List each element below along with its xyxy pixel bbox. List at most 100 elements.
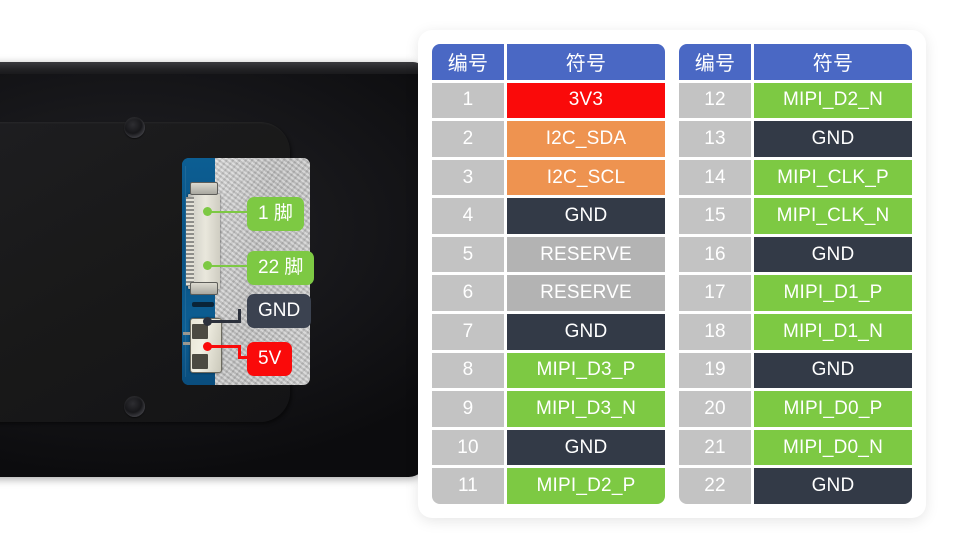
callout-label-pin-1: 1 脚 bbox=[247, 197, 304, 231]
cell-pin-number: 1 bbox=[432, 82, 504, 119]
cell-pin-number: 7 bbox=[432, 314, 504, 350]
power-connector-slot bbox=[192, 354, 208, 369]
pcb-notch bbox=[192, 302, 214, 307]
cell-pin-number: 22 bbox=[679, 468, 751, 504]
cell-pin-symbol: MIPI_CLK_P bbox=[754, 159, 912, 196]
leader-line-gnd-vertical bbox=[238, 309, 241, 323]
cell-pin-symbol: GND bbox=[754, 236, 912, 273]
callout-label-gnd: GND bbox=[247, 294, 312, 328]
cell-pin-symbol: MIPI_D1_P bbox=[754, 275, 912, 312]
cell-pin-symbol: GND bbox=[754, 121, 912, 157]
cell-pin-number: 17 bbox=[679, 275, 751, 312]
cell-pin-symbol: GND bbox=[754, 468, 912, 504]
cell-pin-symbol: RESERVE bbox=[507, 275, 665, 312]
leader-line-5v-tail bbox=[238, 356, 252, 359]
leader-line-5v bbox=[208, 345, 241, 348]
marker-dot-5v bbox=[203, 342, 212, 351]
cell-pin-symbol: MIPI_D0_P bbox=[754, 391, 912, 427]
marker-dot-pin-22 bbox=[203, 261, 212, 270]
callout-pin-1: 1 脚 bbox=[247, 197, 304, 231]
cell-pin-number: 4 bbox=[432, 198, 504, 234]
header-symbol: 符号 bbox=[507, 44, 665, 80]
cell-pin-symbol: MIPI_D2_P bbox=[507, 468, 665, 504]
cell-pin-number: 20 bbox=[679, 391, 751, 427]
leader-line-5v-vertical bbox=[238, 345, 241, 359]
callout-gnd: GND bbox=[247, 294, 312, 328]
header-symbol: 符号 bbox=[754, 44, 912, 80]
cell-pin-number: 12 bbox=[679, 82, 751, 119]
cell-pin-symbol: GND bbox=[507, 198, 665, 234]
cell-pin-symbol: MIPI_D3_N bbox=[507, 391, 665, 427]
power-connector-pin bbox=[183, 342, 190, 345]
cell-pin-symbol: MIPI_D3_P bbox=[507, 352, 665, 389]
power-connector-pin bbox=[183, 332, 190, 335]
cell-pin-symbol: 3V3 bbox=[507, 82, 665, 119]
callout-label-5v: 5V bbox=[247, 342, 293, 376]
cell-pin-number: 6 bbox=[432, 275, 504, 312]
cell-pin-number: 5 bbox=[432, 236, 504, 273]
cell-pin-number: 21 bbox=[679, 429, 751, 466]
table-header-row: 编号 符号 bbox=[679, 44, 912, 80]
cell-pin-number: 14 bbox=[679, 159, 751, 196]
cell-pin-symbol: MIPI_CLK_N bbox=[754, 198, 912, 234]
cell-pin-symbol: GND bbox=[507, 314, 665, 350]
leader-line-pin-1 bbox=[208, 211, 248, 213]
cell-pin-number: 13 bbox=[679, 121, 751, 157]
cell-pin-symbol: I2C_SCL bbox=[507, 159, 665, 196]
header-number: 编号 bbox=[679, 44, 751, 80]
cell-pin-number: 15 bbox=[679, 198, 751, 234]
cell-pin-number: 9 bbox=[432, 391, 504, 427]
fpc-latch-bottom bbox=[190, 282, 218, 295]
cell-pin-symbol: RESERVE bbox=[507, 236, 665, 273]
callout-5v: 5V bbox=[247, 342, 293, 376]
fpc-latch-top bbox=[190, 182, 218, 195]
cell-pin-number: 11 bbox=[432, 468, 504, 504]
product-photo: 1 脚 22 脚 GND 5V bbox=[0, 0, 460, 560]
table-header-row: 编号 符号 bbox=[432, 44, 665, 80]
cell-pin-symbol: GND bbox=[754, 352, 912, 389]
cell-pin-number: 2 bbox=[432, 121, 504, 157]
cell-pin-number: 10 bbox=[432, 429, 504, 466]
cell-pin-number: 18 bbox=[679, 314, 751, 350]
cell-pin-symbol: I2C_SDA bbox=[507, 121, 665, 157]
callout-label-pin-22: 22 脚 bbox=[247, 251, 315, 285]
cell-pin-symbol: MIPI_D2_N bbox=[754, 82, 912, 119]
callout-pin-22: 22 脚 bbox=[247, 251, 315, 285]
cell-pin-number: 8 bbox=[432, 352, 504, 389]
screw-hole-icon bbox=[124, 396, 145, 417]
power-connector-slot bbox=[192, 324, 208, 339]
header-number: 编号 bbox=[432, 44, 504, 80]
panel-top-bezel bbox=[0, 62, 425, 74]
cell-pin-number: 19 bbox=[679, 352, 751, 389]
fpc-pins bbox=[186, 197, 194, 286]
leader-line-pin-22 bbox=[208, 265, 248, 267]
marker-dot-pin-1 bbox=[203, 207, 212, 216]
marker-dot-gnd bbox=[203, 317, 212, 326]
cell-pin-number: 16 bbox=[679, 236, 751, 273]
screw-hole-icon bbox=[124, 117, 145, 138]
